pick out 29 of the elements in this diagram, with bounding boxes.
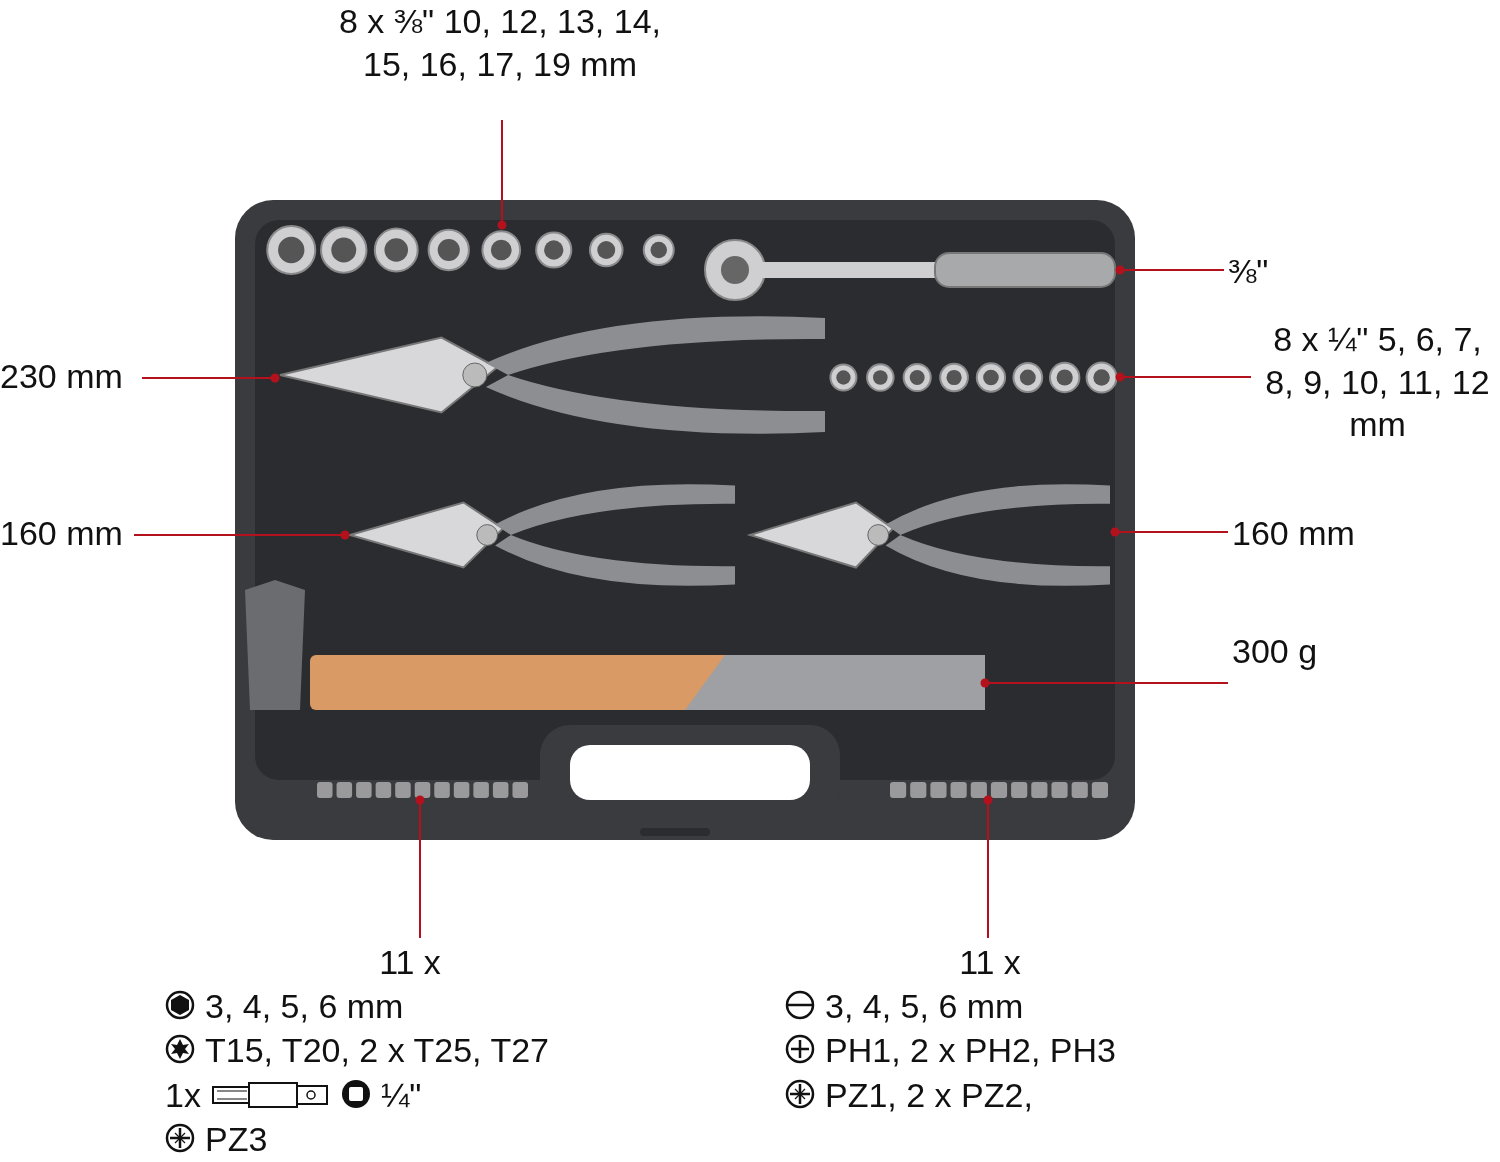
bit-size-text: ¼" [380,1074,422,1116]
leader-line [983,795,993,939]
callout-text: ⅜" [1228,250,1298,290]
callout-text: 160 mm [0,512,130,557]
bit-size-text: PZ3 [205,1118,268,1160]
callout-text: 160 mm [1232,512,1362,557]
leader-line [1115,372,1252,382]
bit-size-text: T15, T20, 2 x T25, T27 [205,1030,549,1072]
bit-size-text: PZ1, 2 x PZ2, [825,1074,1033,1116]
bit-set-drawing [888,780,1110,800]
callout-text: 230 mm [0,355,138,400]
leader-line [141,373,280,383]
leader-line [1110,527,1229,537]
callout-text: 8 x ⅜" 10, 12, 13, 14, 15, 16, 17, 19 mm [335,0,665,118]
callout-text: 8 x ¼" 5, 6, 7, 8, 9, 10, 11, 12 mm [1255,318,1500,453]
leader-line [415,795,425,939]
hammer-drawing [245,580,985,710]
bit-size-text: 3, 4, 5, 6 mm [205,986,404,1028]
leader-line [133,530,350,540]
bit-size-text: 1x [165,1074,201,1116]
bit-size-text: 11 x [379,942,441,983]
bit-set-drawing [315,780,530,800]
bit-size-text: PH1, 2 x PH2, PH3 [825,1030,1116,1072]
callout-text: 300 g [1232,630,1342,690]
leader-line [497,119,507,230]
bit-size-text: 3, 4, 5, 6 mm [825,986,1024,1028]
leader-line [1115,265,1225,275]
bit-size-text: 11 x [959,942,1021,983]
leader-line [980,678,1229,688]
